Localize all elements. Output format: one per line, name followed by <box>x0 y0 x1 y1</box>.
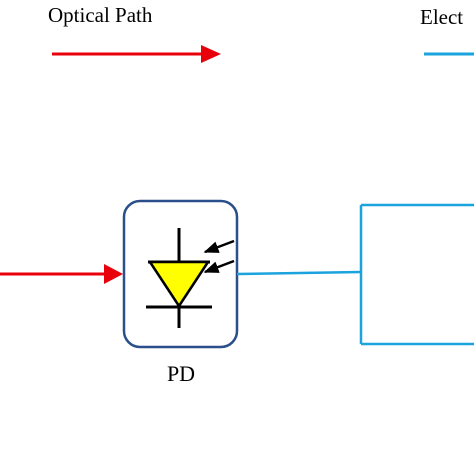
optical-input-arrow <box>0 264 123 284</box>
legend-optical-label: Optical Path <box>48 3 153 27</box>
photodiode-icon <box>146 228 235 328</box>
electrical-path <box>236 203 474 346</box>
legend-optical-arrow <box>52 45 221 63</box>
pd-label: PD <box>167 361 195 386</box>
legend-electrical-label: Elect <box>420 5 463 29</box>
